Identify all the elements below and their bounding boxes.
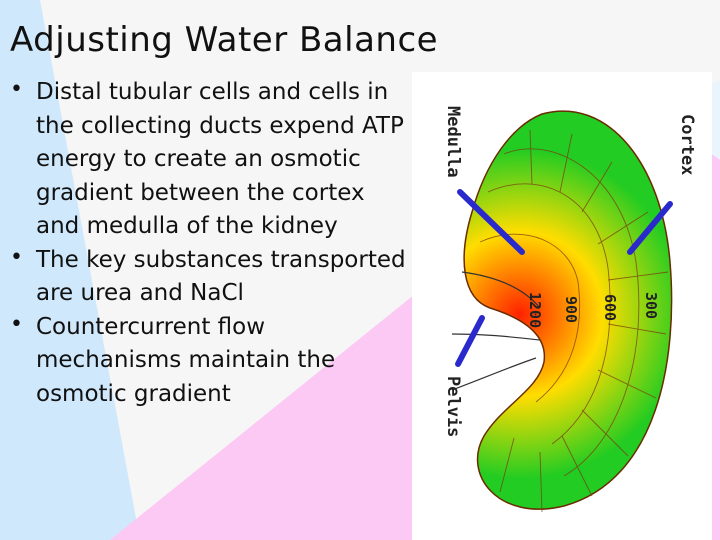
bullet-item: • The key substances transported are ure… xyxy=(8,244,408,311)
pelvis-label: Pelvis xyxy=(443,376,463,437)
osmolarity-value: 600 xyxy=(601,294,619,321)
left-blue-band xyxy=(0,0,140,540)
osmolarity-value: 1200 xyxy=(526,292,544,328)
kidney-diagram: Medulla Cortex Pelvis 1200 900 600 300 xyxy=(412,72,712,540)
pointer-arrows xyxy=(455,189,673,367)
bullet-text: Countercurrent flow mechanisms maintain … xyxy=(36,313,336,407)
osmolarity-value: 900 xyxy=(562,296,580,323)
slide-title: Adjusting Water Balance xyxy=(10,20,439,60)
pelvis-pointer xyxy=(455,315,485,367)
osmolarity-labels: 1200 900 600 300 xyxy=(526,292,660,328)
bullet-dot-icon: • xyxy=(10,311,23,337)
cortex-pointer xyxy=(627,201,673,255)
bullet-item: • Distal tubular cells and cells in the … xyxy=(8,76,408,244)
bullet-dot-icon: • xyxy=(10,77,23,102)
cortex-label: Cortex xyxy=(677,114,697,175)
bullet-item: • Countercurrent flow mechanisms maintai… xyxy=(8,311,408,412)
kidney-grid xyxy=(479,129,669,513)
bullet-list: • Distal tubular cells and cells in the … xyxy=(8,76,408,411)
medulla-label: Medulla xyxy=(443,106,463,178)
bullet-dot-icon: • xyxy=(10,244,23,270)
bullet-text: The key substances transported are urea … xyxy=(36,246,406,307)
osmolarity-value: 300 xyxy=(642,292,660,319)
duct-lines xyxy=(451,271,541,391)
bullet-text: Distal tubular cells and cells in the co… xyxy=(36,79,404,239)
medulla-pointer xyxy=(457,189,525,255)
